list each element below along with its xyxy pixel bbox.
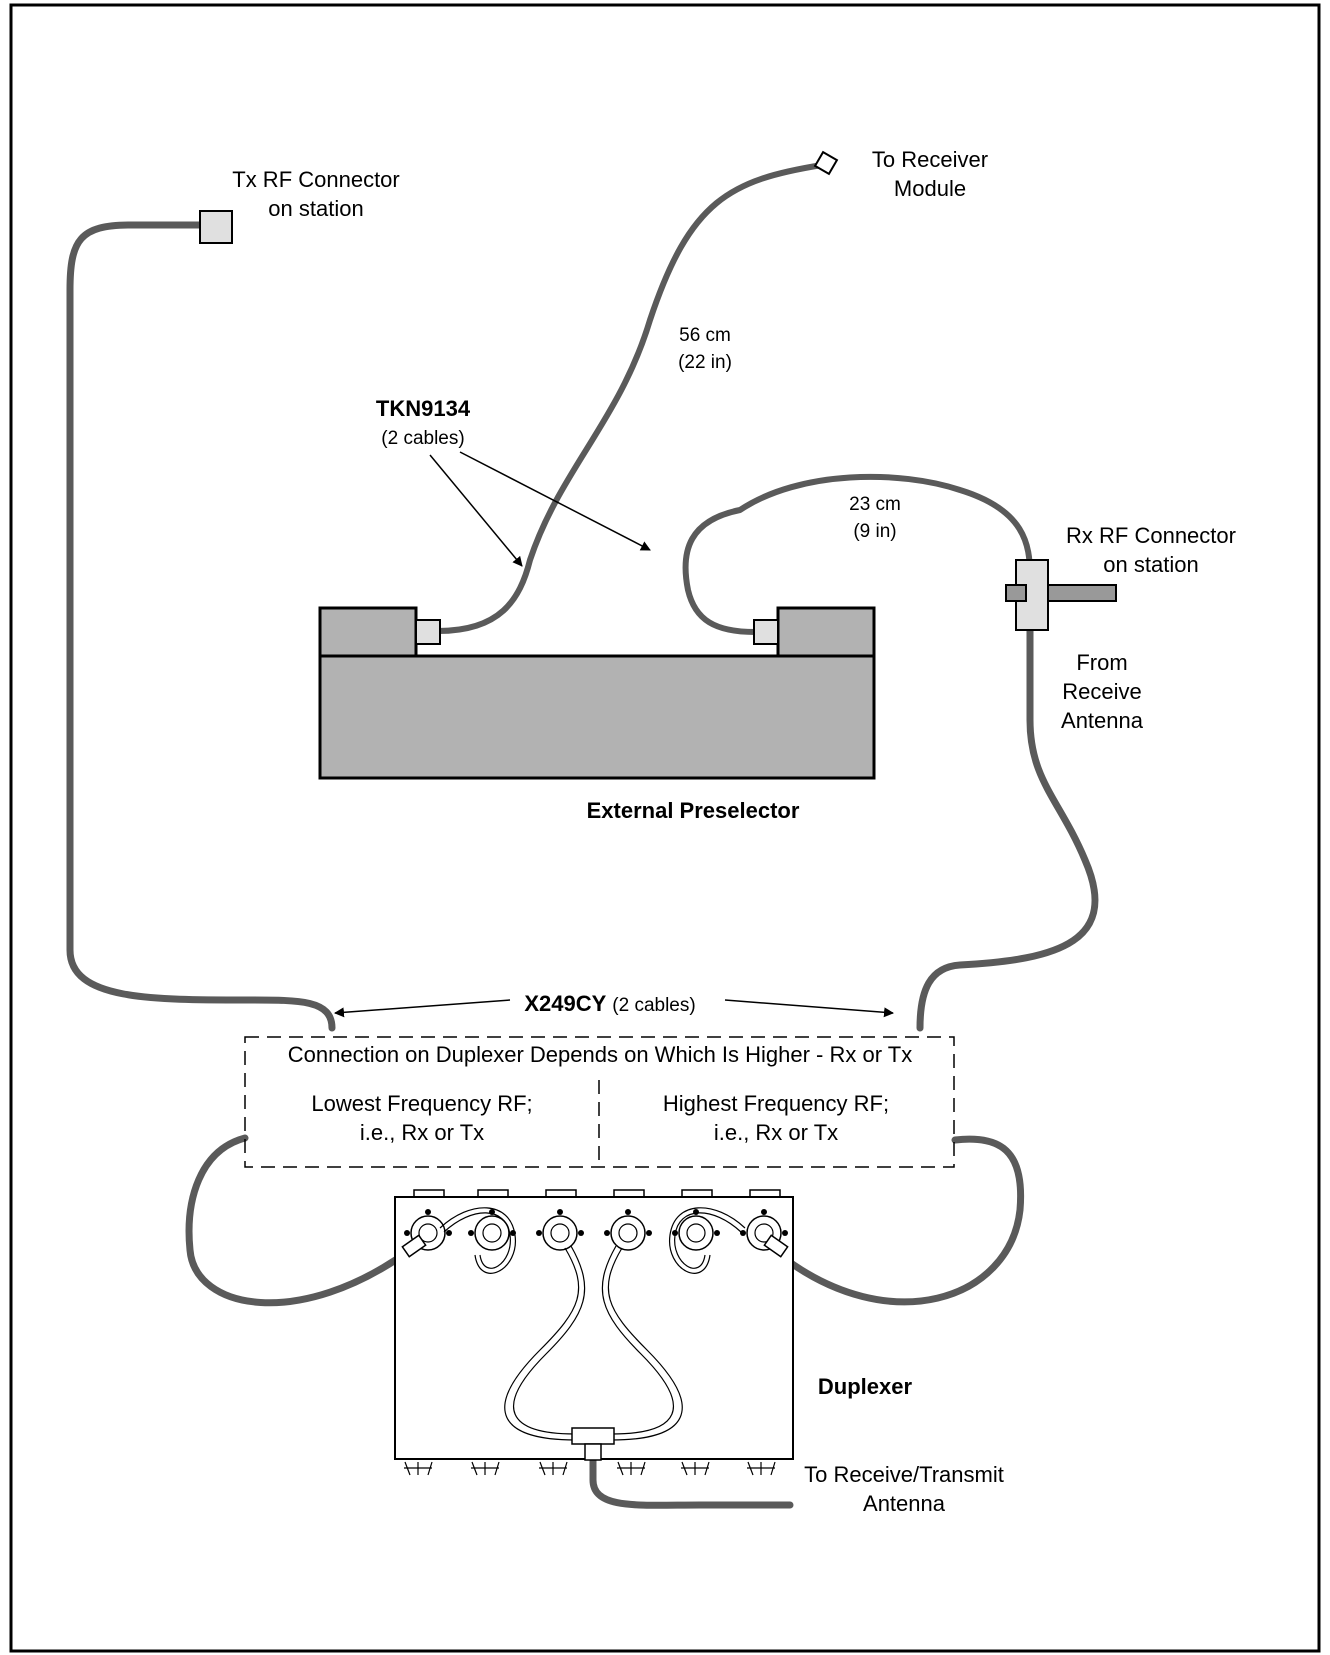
- page-frame: [9, 3, 1321, 1653]
- connection-note-label: Connection on Duplexer Depends on Which …: [288, 1042, 912, 1067]
- duplexer-left-jumper: [185, 1134, 414, 1307]
- tkn9134-cable-receiver: [435, 162, 825, 634]
- tx-connector-label-1: Tx RF Connector: [232, 167, 400, 192]
- to-antenna-label-1: To Receive/Transmit: [804, 1462, 1004, 1487]
- x249cy-arrow-right: [724, 999, 894, 1018]
- tx-connector-label-2: on station: [268, 196, 363, 221]
- tkn9134-cable-rx: [682, 473, 1033, 635]
- tkn9134-part-label: TKN9134: [376, 396, 471, 421]
- tx-rf-connector: [199, 210, 233, 244]
- receiver-module-connector: [813, 150, 839, 176]
- preselector-left-port: [415, 619, 441, 645]
- lowest-frequency-label-1: Lowest Frequency RF;: [311, 1091, 532, 1116]
- rx-connector-label-2: on station: [1103, 552, 1198, 577]
- from-receive-label-2: Receive: [1062, 679, 1141, 704]
- from-receive-label-3: Antenna: [1061, 708, 1144, 733]
- tkn9134-arrow-left: [429, 454, 523, 567]
- x249cy-cable-rx: [916, 624, 1099, 1032]
- external-preselector: [318, 606, 876, 780]
- highest-frequency-label-1: Highest Frequency RF;: [663, 1091, 889, 1116]
- x249cy-part-label: X249CY: [524, 991, 606, 1016]
- tkn9134-qty-label: (2 cables): [381, 428, 464, 449]
- preselector-right-port: [753, 619, 779, 645]
- tkn9134-arrow-right: [459, 451, 651, 551]
- connection-box: [244, 1036, 955, 1168]
- duplexer-right-jumper: [776, 1135, 1025, 1306]
- lowest-frequency-label-2: i.e., Rx or Tx: [360, 1120, 484, 1145]
- highest-frequency-label-2: i.e., Rx or Tx: [714, 1120, 838, 1145]
- to-receiver-label-1: To Receiver: [872, 147, 988, 172]
- antenna-cable: [589, 1446, 794, 1509]
- duplexer: [394, 1189, 794, 1476]
- length-56-label-2: (22 in): [678, 352, 732, 373]
- length-23-label-2: (9 in): [853, 521, 896, 542]
- x249cy-label: X249CY (2 cables): [524, 991, 695, 1016]
- length-56-label-1: 56 cm: [679, 325, 731, 346]
- x249cy-qty-label: (2 cables): [612, 995, 695, 1016]
- rx-connector-label-1: Rx RF Connector: [1066, 523, 1236, 548]
- to-receiver-label-2: Module: [894, 176, 966, 201]
- preselector-label: External Preselector: [587, 798, 800, 823]
- from-receive-label-1: From: [1076, 650, 1127, 675]
- rx-rf-connector: [1005, 559, 1117, 631]
- tx-cable: [66, 221, 336, 1032]
- duplexer-label: Duplexer: [818, 1374, 913, 1399]
- length-23-label-1: 23 cm: [849, 494, 901, 515]
- to-antenna-label-2: Antenna: [863, 1491, 946, 1516]
- x249cy-arrow-left: [334, 999, 511, 1018]
